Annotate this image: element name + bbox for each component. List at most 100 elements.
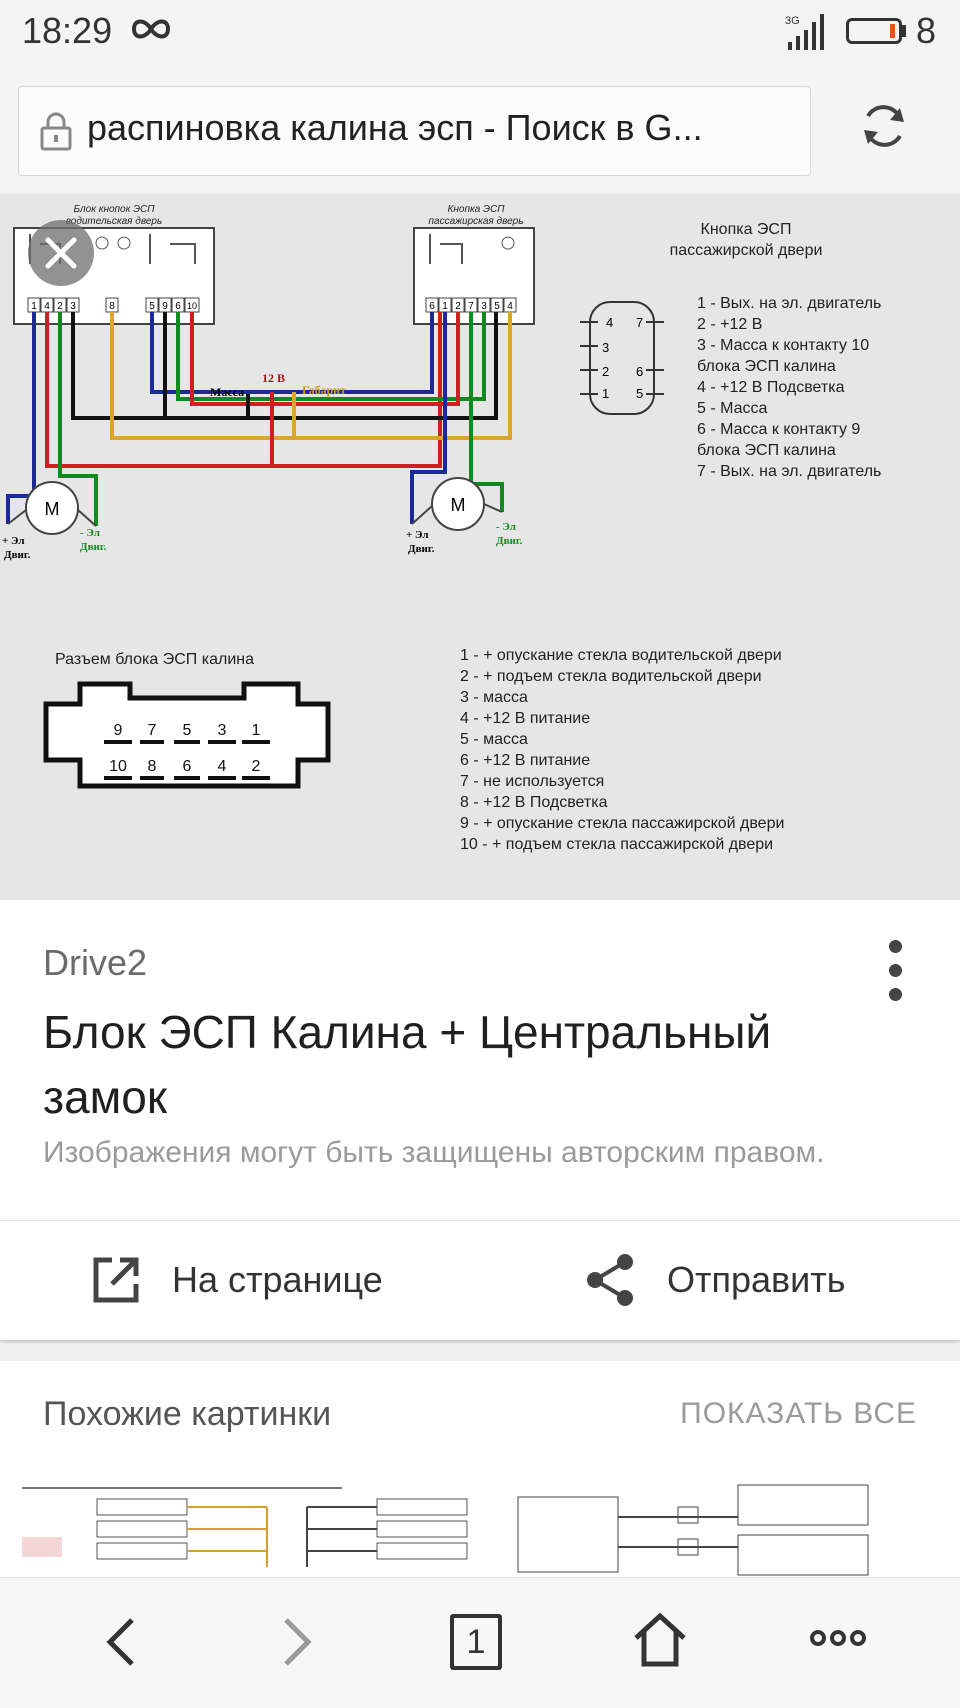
lock-icon: [40, 112, 72, 151]
svg-text:1: 1: [31, 301, 37, 312]
svg-text:Двиг.: Двиг.: [496, 535, 523, 547]
url-field[interactable]: распиновка калина эсп - Поиск в G...: [18, 86, 811, 176]
reload-icon[interactable]: [856, 98, 912, 154]
close-preview-button[interactable]: [28, 220, 94, 286]
svg-text:5: 5: [636, 386, 643, 401]
svg-text:3: 3: [218, 722, 227, 739]
motor-right: M + Эл Двиг. - Эл Двиг.: [406, 477, 523, 555]
svg-text:2: 2: [252, 758, 261, 775]
connector-title: Разъем блока ЭСП калина: [55, 651, 254, 668]
more-options-button[interactable]: [880, 940, 910, 1001]
svg-text:1: 1: [602, 386, 609, 401]
bottom-navigation: 1: [0, 1577, 960, 1708]
copyright-notice: Изображения могут быть защищены авторски…: [43, 1136, 825, 1169]
more-menu-icon[interactable]: [808, 1628, 868, 1648]
svg-text:6 - +12 В питание: 6 - +12 В питание: [460, 752, 590, 769]
svg-text:7 - Вых. на эл. двигатель: 7 - Вых. на эл. двигатель: [697, 463, 881, 480]
svg-text:6: 6: [175, 301, 181, 312]
tabs-button[interactable]: 1: [450, 1614, 502, 1670]
svg-text:9 - + опускание стекла пассажи: 9 - + опускание стекла пассажирской двер…: [460, 815, 784, 832]
svg-text:8: 8: [109, 301, 115, 312]
svg-text:2 - + подъем стекла водительск: 2 - + подъем стекла водительской двери: [460, 668, 762, 685]
pass-button-title: Кнопка ЭСП: [701, 221, 792, 238]
svg-text:6: 6: [183, 758, 192, 775]
battery-level: 8: [916, 10, 937, 51]
pass-block-label: Кнопка ЭСП: [448, 204, 506, 215]
svg-text:10: 10: [187, 301, 197, 311]
svg-text:3: 3: [70, 301, 76, 312]
svg-text:3 - масса: 3 - масса: [460, 689, 528, 706]
svg-text:3 - Масса к контакту 10: 3 - Масса к контакту 10: [697, 337, 869, 354]
url-text: распиновка калина эсп - Поиск в G...: [87, 107, 703, 148]
massa-label: Масса: [210, 385, 244, 399]
svg-text:7: 7: [148, 722, 157, 739]
svg-text:+ Эл: + Эл: [406, 529, 429, 541]
svg-text:8: 8: [148, 758, 157, 775]
svg-text:5 - масса: 5 - масса: [460, 731, 528, 748]
connector-pins: 9 7 5 3 1 10 8 6 4 2: [104, 722, 270, 780]
svg-text:+ Эл: + Эл: [2, 535, 25, 547]
visit-page-button[interactable]: На странице: [90, 1240, 383, 1320]
svg-text:6 - Масса к контакту 9: 6 - Масса к контакту 9: [697, 421, 860, 438]
svg-text:4: 4: [44, 301, 50, 312]
svg-text:M: M: [45, 499, 60, 519]
svg-text:10 - + подъем стекла пассажирс: 10 - + подъем стекла пассажирской двери: [460, 836, 773, 853]
svg-text:- Эл: - Эл: [80, 527, 100, 539]
connector-legend: 1 - + опускание стекла водительской двер…: [460, 647, 784, 853]
svg-text:блока ЭСП калина: блока ЭСП калина: [697, 358, 836, 375]
svg-text:6: 6: [429, 301, 435, 312]
infinity-icon: [131, 19, 171, 39]
v12-label: 12 В: [262, 371, 285, 385]
svg-text:- Эл: - Эл: [496, 521, 516, 533]
signal-3g-icon: 3G: [785, 14, 824, 50]
clock: 18:29: [22, 10, 113, 51]
driver-block-sublabel: водительская дверь: [66, 216, 162, 227]
gabarit-label: Габарит: [302, 383, 346, 397]
address-bar: распиновка калина эсп - Поиск в G...: [0, 72, 960, 194]
share-button[interactable]: Отправить: [585, 1240, 846, 1320]
share-icon: [587, 1254, 633, 1306]
svg-text:7 - не используется: 7 - не используется: [460, 773, 604, 790]
svg-text:4 - +12 В Подсветка: 4 - +12 В Подсветка: [697, 379, 845, 396]
svg-text:3: 3: [602, 340, 609, 355]
driver-pins-left: 1 4 2 3 8 5 9 6 10: [27, 297, 200, 313]
svg-text:2 - +12 В: 2 - +12 В: [697, 316, 762, 333]
svg-text:6: 6: [636, 364, 643, 379]
svg-text:блока ЭСП калина: блока ЭСП калина: [697, 442, 836, 459]
forward-icon[interactable]: [278, 1614, 318, 1670]
svg-text:10: 10: [109, 758, 127, 775]
svg-text:2: 2: [455, 301, 461, 312]
svg-text:1: 1: [252, 722, 261, 739]
divider: [0, 1220, 960, 1221]
pass-pins: 6 1 2 7 3 5 4: [425, 297, 517, 313]
svg-text:7: 7: [468, 301, 474, 312]
pass-button-outline: 4 7 3 2 6 1 5: [580, 301, 664, 415]
home-icon[interactable]: [632, 1610, 688, 1670]
svg-text:Двиг.: Двиг.: [80, 541, 107, 553]
svg-text:1 - + опускание стекла водител: 1 - + опускание стекла водительской двер…: [460, 647, 782, 664]
wiring-diagram-image[interactable]: Блок кнопок ЭСП водительская дверь 1 4 2…: [0, 194, 960, 900]
source-name[interactable]: Drive2: [43, 942, 148, 983]
svg-text:M: M: [451, 495, 466, 515]
driver-block-label: Блок кнопок ЭСП: [74, 204, 156, 215]
back-icon[interactable]: [100, 1614, 140, 1670]
svg-text:3: 3: [481, 301, 487, 312]
svg-text:9: 9: [114, 722, 123, 739]
svg-text:Двиг.: Двиг.: [408, 543, 435, 555]
svg-text:2: 2: [602, 364, 609, 379]
svg-text:5 - Масса: 5 - Масса: [697, 400, 768, 417]
pass-button-legend: 1 - Вых. на эл. двигатель 2 - +12 В 3 - …: [697, 295, 881, 480]
similar-thumbnail[interactable]: [508, 1477, 948, 1577]
motor-left: M + Эл Двиг. - Эл Двиг.: [2, 481, 107, 561]
similar-thumbnail[interactable]: [22, 1477, 500, 1577]
result-title[interactable]: Блок ЭСП Калина + Центральный замок: [43, 1006, 772, 1123]
svg-text:3G: 3G: [785, 15, 800, 27]
svg-text:4: 4: [606, 315, 613, 330]
battery-icon: [846, 18, 902, 44]
close-icon: [45, 237, 77, 269]
svg-text:5: 5: [494, 301, 500, 312]
result-card: Drive2 Блок ЭСП Калина + Центральный зам…: [0, 900, 960, 1340]
show-all-link[interactable]: ПОКАЗАТЬ ВСЕ: [680, 1397, 917, 1430]
pass-block-sublabel: пассажирская дверь: [429, 216, 524, 227]
svg-text:1: 1: [442, 301, 448, 312]
